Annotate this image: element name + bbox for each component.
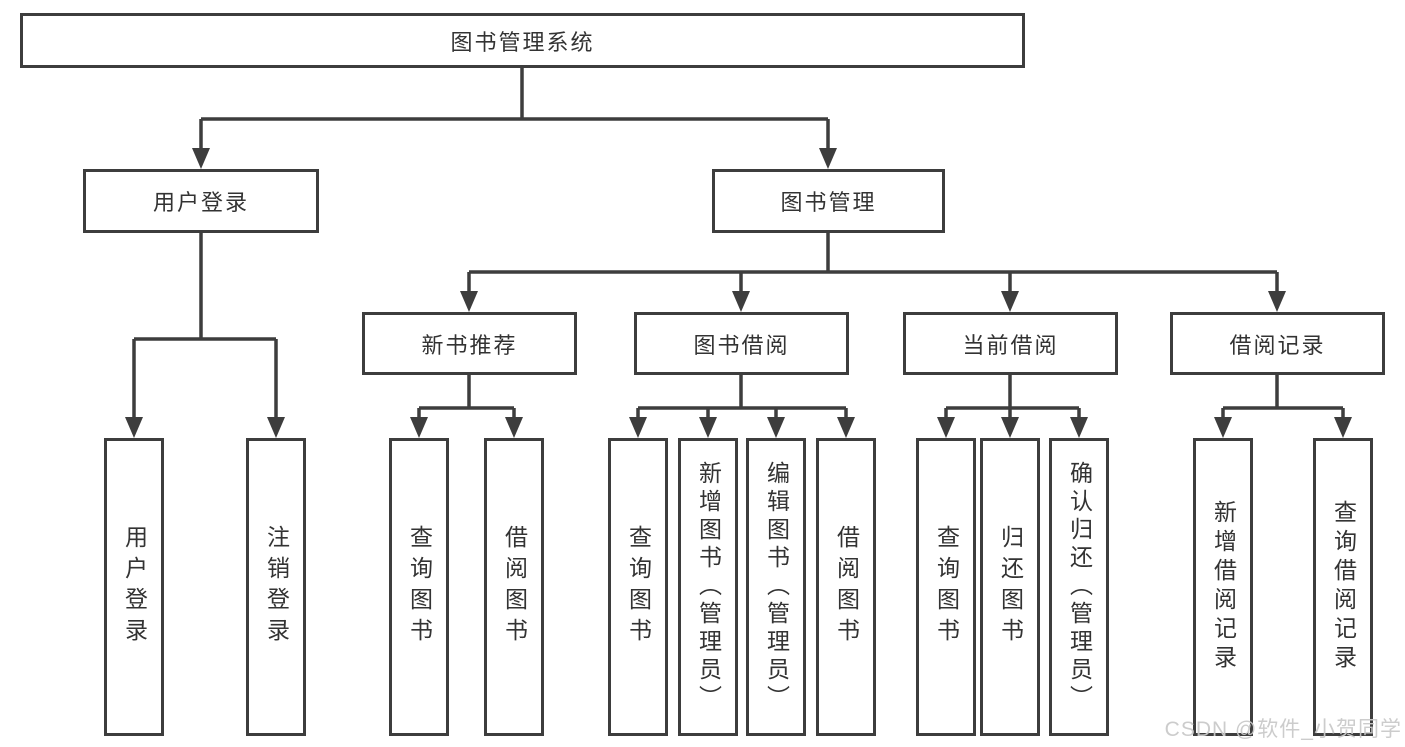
leaf-query-borrow-record: 查询借阅记录 (1313, 438, 1373, 736)
node-new-book-recommend: 新书推荐 (362, 312, 577, 375)
leaf-edit-book-admin: 编辑图书（管理员） (746, 438, 806, 736)
arrowheads (125, 148, 1352, 438)
leaf-query-books-borrow: 查询图书 (608, 438, 668, 736)
node-book-management: 图书管理 (712, 169, 945, 233)
leaf-query-books-recommend: 查询图书 (389, 438, 449, 736)
leaf-return-books: 归还图书 (980, 438, 1040, 736)
node-user-login: 用户登录 (83, 169, 319, 233)
connector-edges (132, 68, 1345, 419)
leaf-logout: 注销登录 (246, 438, 306, 736)
leaf-add-borrow-record: 新增借阅记录 (1193, 438, 1253, 736)
node-borrow-records: 借阅记录 (1170, 312, 1385, 375)
leaf-add-book-admin: 新增图书（管理员） (678, 438, 738, 736)
leaf-borrow-books-recommend: 借阅图书 (484, 438, 544, 736)
csdn-watermark: CSDN @软件_小贺同学 (1164, 718, 1402, 741)
node-book-borrow: 图书借阅 (634, 312, 849, 375)
leaf-user-login: 用户登录 (104, 438, 164, 736)
node-library-system: 图书管理系统 (20, 13, 1025, 68)
leaf-borrow-books: 借阅图书 (816, 438, 876, 736)
leaf-confirm-return-admin: 确认归还（管理员） (1049, 438, 1109, 736)
leaf-query-books-current: 查询图书 (916, 438, 976, 736)
node-current-borrow: 当前借阅 (903, 312, 1118, 375)
